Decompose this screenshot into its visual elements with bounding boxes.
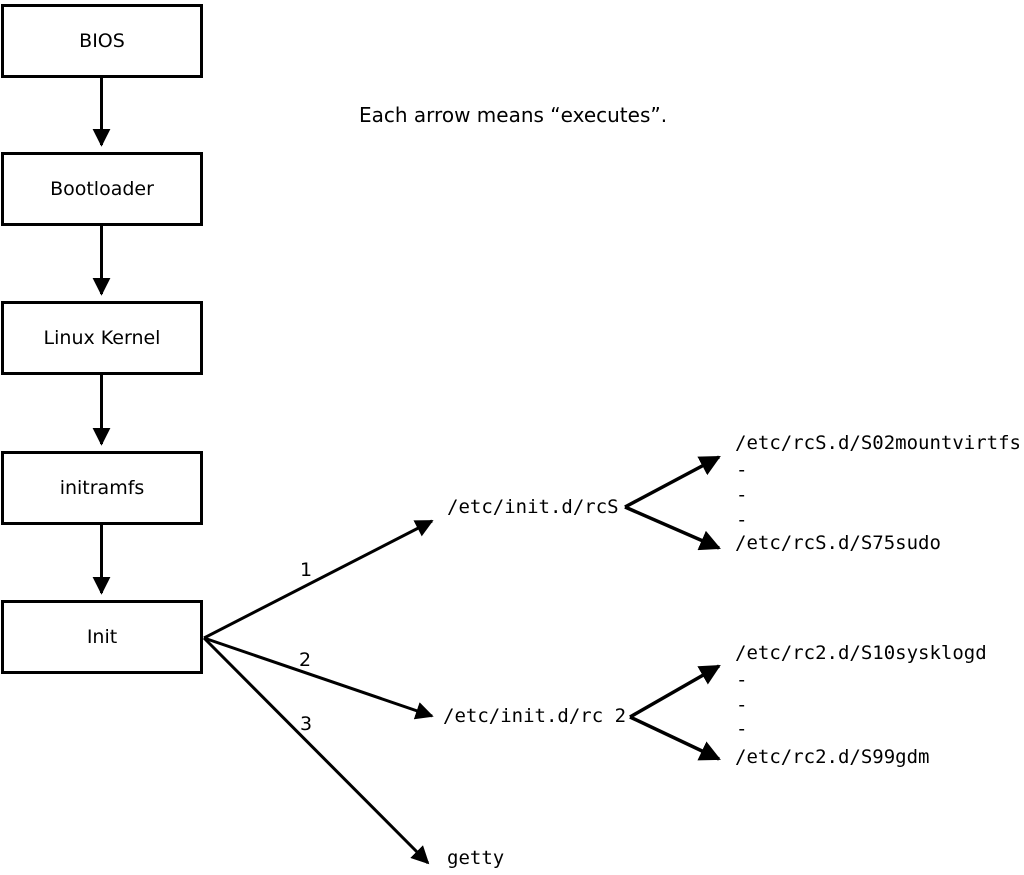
rcs-child-ellipsis-1: -: [736, 459, 748, 481]
rc2-child-ellipsis-1: -: [736, 669, 748, 691]
arrow-init-to-getty: [202, 636, 430, 865]
flow-box-init-label: Init: [86, 626, 118, 648]
diagram-caption: Each arrow means “executes”.: [359, 103, 668, 127]
flow-box-bios: BIOS: [1, 4, 203, 78]
rcs-child-s02mountvirtfs: /etc/rcS.d/S02mountvirtfs: [735, 432, 1021, 454]
arrow-rc2-to-s99gdm: [629, 715, 721, 761]
branch-target-getty: getty: [447, 847, 505, 869]
flow-box-linux-kernel: Linux Kernel: [1, 301, 203, 375]
arrow-rcs-to-s02mountvirtfs: [624, 455, 721, 509]
flow-box-bios-label: BIOS: [79, 30, 125, 52]
rc2-child-s10sysklogd: /etc/rc2.d/S10sysklogd: [735, 642, 987, 664]
flow-box-initramfs: initramfs: [1, 451, 203, 525]
rc2-child-ellipsis-2: -: [736, 694, 748, 716]
branch-order-label-3: 3: [300, 713, 313, 735]
rcs-child-s75sudo: /etc/rcS.d/S75sudo: [735, 532, 941, 554]
branch-order-label-1: 1: [300, 559, 313, 581]
flow-box-bootloader: Bootloader: [1, 152, 203, 226]
rc2-child-ellipsis-3: -: [736, 718, 748, 740]
arrow-rcs-to-s75sudo: [624, 505, 721, 551]
arrow-init-to-rcs: [203, 519, 434, 640]
flow-box-initramfs-label: initramfs: [59, 477, 145, 499]
arrow-init-to-rc2: [203, 636, 434, 720]
branch-order-label-2: 2: [299, 649, 312, 671]
arrow-rc2-to-s10sysklogd: [629, 664, 721, 719]
flow-box-bootloader-label: Bootloader: [50, 178, 154, 200]
branch-target-rc2: /etc/init.d/rc 2: [443, 705, 627, 727]
rcs-child-ellipsis-3: -: [736, 509, 748, 531]
branch-target-rcs: /etc/init.d/rcS: [447, 496, 619, 518]
rcs-child-ellipsis-2: -: [736, 484, 748, 506]
flow-box-linux-kernel-label: Linux Kernel: [43, 327, 161, 349]
rc2-child-s99gdm: /etc/rc2.d/S99gdm: [735, 746, 930, 768]
flow-box-init: Init: [1, 600, 203, 674]
